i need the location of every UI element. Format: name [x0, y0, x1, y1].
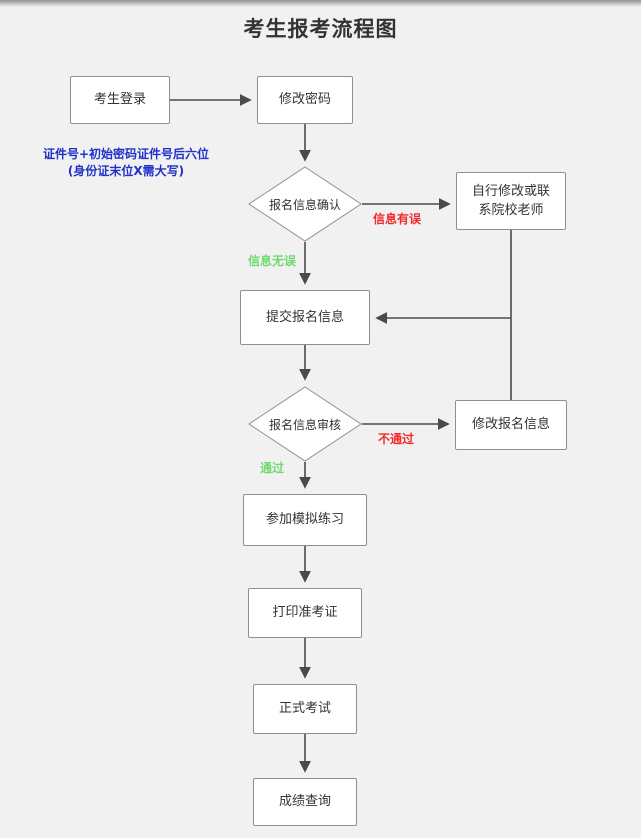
page-title: 考生报考流程图: [243, 17, 398, 41]
flow-node-review: 报名信息审核: [248, 386, 362, 462]
flow-node-print: 打印准考证: [248, 588, 362, 638]
flow-node-practice: 参加模拟练习: [243, 494, 367, 546]
top-shadow-bar: [0, 0, 641, 7]
flow-node-submit-label: 提交报名信息: [265, 309, 344, 325]
edge-label-fail: 不通过: [378, 432, 415, 446]
flow-node-score: 成绩查询: [253, 778, 357, 826]
flow-node-modify: 修改报名信息: [455, 400, 567, 450]
flow-node-review-label: 报名信息审核: [268, 417, 341, 432]
flow-node-confirm-label: 报名信息确认: [268, 197, 341, 212]
login-password-note-line2: (身份证末位X需大写): [67, 164, 185, 179]
flow-node-self-modify-label: 自行修改或联系院校老师: [471, 183, 550, 219]
edge-label-info-error: 信息有误: [373, 212, 422, 226]
login-password-note: 证件号+初始密码证件号后六位 (身份证末位X需大写): [0, 146, 252, 181]
flow-node-exam: 正式考试: [253, 684, 357, 734]
edge-label-pass: 通过: [260, 461, 285, 475]
diamond-shape: [248, 166, 362, 242]
flow-node-login: 考生登录: [70, 76, 170, 124]
flow-node-submit: 提交报名信息: [240, 290, 370, 345]
flow-node-print-label: 打印准考证: [272, 605, 338, 621]
flow-node-password-label: 修改密码: [278, 92, 331, 108]
flow-node-exam-label: 正式考试: [278, 701, 331, 717]
flow-node-password: 修改密码: [257, 76, 353, 124]
flow-node-score-label: 成绩查询: [278, 794, 331, 810]
login-password-note-line1: 证件号+初始密码证件号后六位: [42, 147, 210, 161]
flow-node-confirm: 报名信息确认: [248, 166, 362, 242]
flow-node-login-label: 考生登录: [93, 92, 146, 108]
edge-label-info-ok: 信息无误: [248, 254, 297, 268]
flow-node-practice-label: 参加模拟练习: [265, 512, 344, 528]
flow-node-modify-label: 修改报名信息: [471, 417, 550, 433]
flow-node-self-modify: 自行修改或联系院校老师: [456, 172, 566, 230]
diamond-shape: [248, 386, 362, 462]
